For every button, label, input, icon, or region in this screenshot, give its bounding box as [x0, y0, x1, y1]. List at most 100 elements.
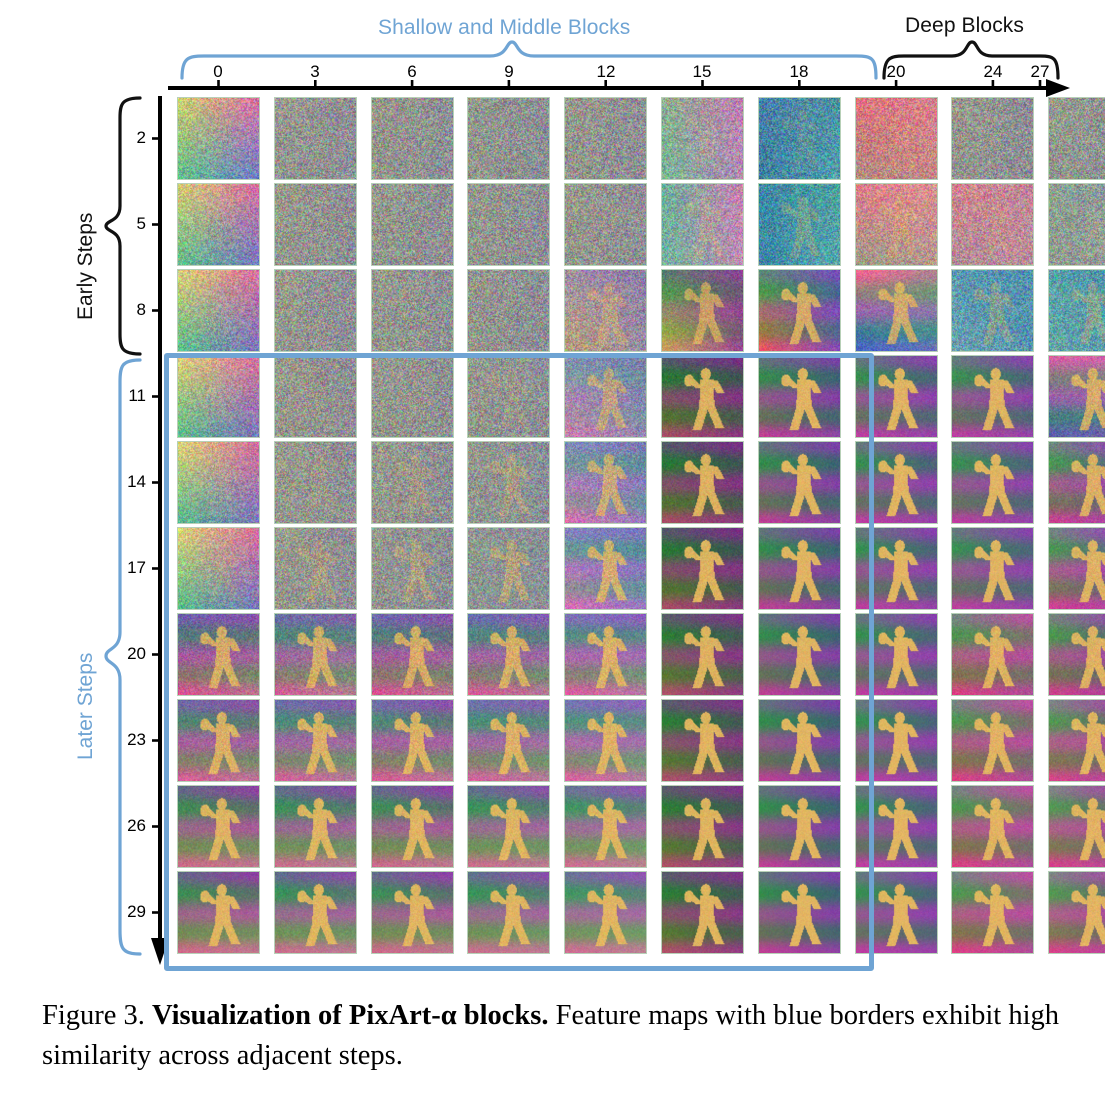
- caption-prefix: Figure 3.: [42, 1000, 145, 1031]
- feature-map-cell: [951, 699, 1034, 782]
- feature-map-cell: [564, 269, 647, 352]
- feature-map-cell: [661, 699, 744, 782]
- feature-map-cell: [855, 871, 938, 954]
- shallow-middle-blocks-label: Shallow and Middle Blocks: [378, 16, 631, 39]
- feature-map-cell: [371, 355, 454, 438]
- feature-map-cell: [467, 97, 550, 180]
- feature-map-cell: [1048, 527, 1105, 610]
- feature-map-cell: [951, 355, 1034, 438]
- col-tick-15: 15: [692, 62, 712, 81]
- feature-map-cell: [371, 613, 454, 696]
- feature-map-cell: [855, 355, 938, 438]
- feature-map-cell: [177, 441, 260, 524]
- feature-map-cell: [758, 613, 841, 696]
- feature-map-cell: [274, 183, 357, 266]
- feature-map-cell: [951, 613, 1034, 696]
- feature-map-cell: [758, 269, 841, 352]
- feature-map-cell: [467, 871, 550, 954]
- feature-map-cell: [951, 183, 1034, 266]
- feature-map-cell: [371, 441, 454, 524]
- col-tick-6: 6: [407, 62, 417, 81]
- row-tick-29: 29: [127, 902, 146, 921]
- col-tick-0: 0: [213, 62, 223, 81]
- row-tick-20: 20: [127, 644, 146, 663]
- feature-map-cell: [951, 441, 1034, 524]
- feature-map-cell: [467, 699, 550, 782]
- feature-map-cell: [177, 97, 260, 180]
- feature-map-cell: [1048, 355, 1105, 438]
- row-tick-2: 2: [136, 128, 146, 147]
- feature-map-cell: [274, 355, 357, 438]
- feature-map-cell: [855, 97, 938, 180]
- row-tick-14: 14: [127, 472, 146, 491]
- feature-map-cell: [661, 613, 744, 696]
- feature-map-cell: [758, 355, 841, 438]
- feature-map-cell: [758, 785, 841, 868]
- caption-bold: Visualization of PixArt-α blocks.: [152, 1000, 549, 1031]
- later-steps-label: Later Steps: [74, 652, 97, 760]
- feature-map-cell: [371, 871, 454, 954]
- feature-map-cell: [1048, 785, 1105, 868]
- feature-map-cell: [661, 785, 744, 868]
- feature-map-cell: [564, 871, 647, 954]
- feature-map-cell: [758, 871, 841, 954]
- feature-map-cell: [467, 355, 550, 438]
- feature-map-cell: [564, 527, 647, 610]
- feature-map-cell: [274, 699, 357, 782]
- figure-caption: Figure 3. Visualization of PixArt-α bloc…: [42, 996, 1072, 1077]
- feature-map-cell: [371, 269, 454, 352]
- feature-map-cell: [177, 269, 260, 352]
- col-tick-20: 20: [886, 62, 906, 81]
- feature-map-cell: [1048, 613, 1105, 696]
- feature-map-cell: [855, 527, 938, 610]
- early-steps-label: Early Steps: [74, 212, 97, 320]
- feature-map-cell: [274, 97, 357, 180]
- feature-map-cell: [758, 183, 841, 266]
- feature-map-cell: [661, 527, 744, 610]
- feature-map-cell: [661, 269, 744, 352]
- feature-map-cell: [564, 441, 647, 524]
- feature-map-cell: [371, 785, 454, 868]
- feature-map-cell: [467, 785, 550, 868]
- feature-map-cell: [951, 785, 1034, 868]
- feature-map-cell: [1048, 97, 1105, 180]
- feature-map-cell: [177, 699, 260, 782]
- feature-map-cell: [564, 183, 647, 266]
- row-tick-8: 8: [136, 300, 146, 319]
- feature-map-cell: [758, 97, 841, 180]
- col-tick-27: 27: [1030, 62, 1050, 81]
- feature-map-cell: [371, 97, 454, 180]
- feature-map-cell: [951, 97, 1034, 180]
- feature-map-cell: [855, 785, 938, 868]
- feature-map-cell: [1048, 269, 1105, 352]
- row-tick-11: 11: [128, 386, 146, 405]
- feature-map-cell: [564, 785, 647, 868]
- row-tick-23: 23: [127, 730, 146, 749]
- feature-map-cell: [467, 441, 550, 524]
- feature-map-cell: [661, 355, 744, 438]
- feature-map-cell: [274, 785, 357, 868]
- feature-map-cell: [855, 613, 938, 696]
- feature-map-cell: [274, 871, 357, 954]
- feature-map-cell: [951, 527, 1034, 610]
- feature-map-cell: [855, 699, 938, 782]
- feature-map-cell: [274, 441, 357, 524]
- feature-map-cell: [1048, 871, 1105, 954]
- feature-map-cell: [855, 269, 938, 352]
- col-tick-18: 18: [789, 62, 809, 81]
- feature-map-cell: [564, 97, 647, 180]
- feature-map-cell: [467, 527, 550, 610]
- feature-map-cell: [371, 699, 454, 782]
- col-tick-24: 24: [983, 62, 1003, 81]
- feature-map-cell: [177, 871, 260, 954]
- feature-map-cell: [951, 269, 1034, 352]
- feature-map-cell: [177, 355, 260, 438]
- feature-map-cell: [274, 527, 357, 610]
- feature-map-cell: [564, 613, 647, 696]
- feature-map-cell: [177, 613, 260, 696]
- feature-map-cell: [661, 441, 744, 524]
- feature-map-cell: [467, 269, 550, 352]
- col-tick-9: 9: [504, 62, 514, 81]
